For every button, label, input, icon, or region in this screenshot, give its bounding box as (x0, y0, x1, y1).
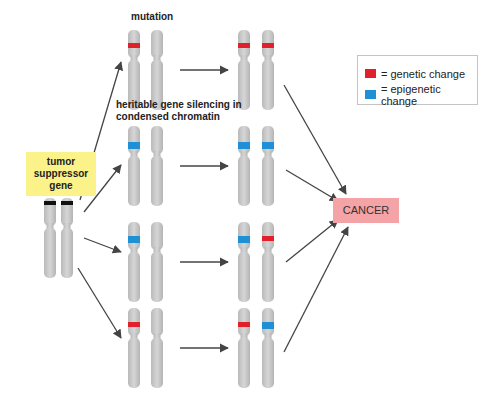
legend-text: = epigenetic change (381, 83, 477, 107)
epigenetic-band (128, 142, 140, 149)
chromosome (262, 126, 274, 206)
chromosome (128, 30, 140, 110)
chromosome (262, 308, 274, 388)
epigenetic-band (238, 236, 250, 243)
chromosome (238, 126, 250, 206)
chromosome (44, 198, 56, 278)
chromosome (128, 126, 140, 206)
legend-row: = epigenetic change (365, 86, 477, 103)
arrow (78, 268, 121, 338)
legend-swatch (365, 69, 376, 78)
chromosome (151, 308, 163, 388)
arrow (286, 220, 338, 262)
legend-row: = genetic change (365, 65, 477, 82)
arrow (284, 85, 346, 194)
arrow (180, 347, 228, 348)
epigenetic-band (128, 236, 140, 243)
gene-band (61, 201, 73, 205)
genetic-band (238, 43, 250, 48)
arrow (286, 170, 338, 201)
silencing-label: heritable gene silencing in condensed ch… (116, 99, 248, 123)
genetic-band (262, 236, 274, 241)
chromosome (238, 30, 250, 110)
gene-band (44, 201, 56, 205)
outcome-box: CANCER (333, 198, 399, 223)
epigenetic-band (262, 322, 274, 329)
chromosome (151, 30, 163, 110)
chromosome (151, 126, 163, 206)
genetic-band (128, 322, 140, 327)
arrow (180, 165, 228, 166)
chromosome (262, 222, 274, 302)
chromosome (238, 222, 250, 302)
arrow (84, 238, 121, 252)
legend-box: = genetic change = epigenetic change (357, 55, 478, 105)
chromosome (262, 30, 274, 110)
chromosome (151, 222, 163, 302)
genetic-band (262, 43, 274, 48)
chromosome (128, 308, 140, 388)
epigenetic-band (238, 142, 250, 149)
chromosome (238, 308, 250, 388)
arrow (180, 69, 228, 70)
mutation-label: mutation (131, 11, 201, 23)
gene-label-box: tumor suppressor gene (26, 152, 96, 196)
node-text: CANCER (343, 204, 389, 217)
arrow (180, 261, 228, 262)
genetic-band (238, 322, 250, 327)
genetic-band (128, 43, 140, 48)
legend-swatch (365, 90, 376, 99)
epigenetic-band (262, 142, 274, 149)
arrow (284, 227, 348, 352)
node-text: tumor suppressor gene (30, 156, 92, 192)
chromosome (61, 198, 73, 278)
legend-text: = genetic change (381, 68, 465, 80)
chromosome (128, 222, 140, 302)
